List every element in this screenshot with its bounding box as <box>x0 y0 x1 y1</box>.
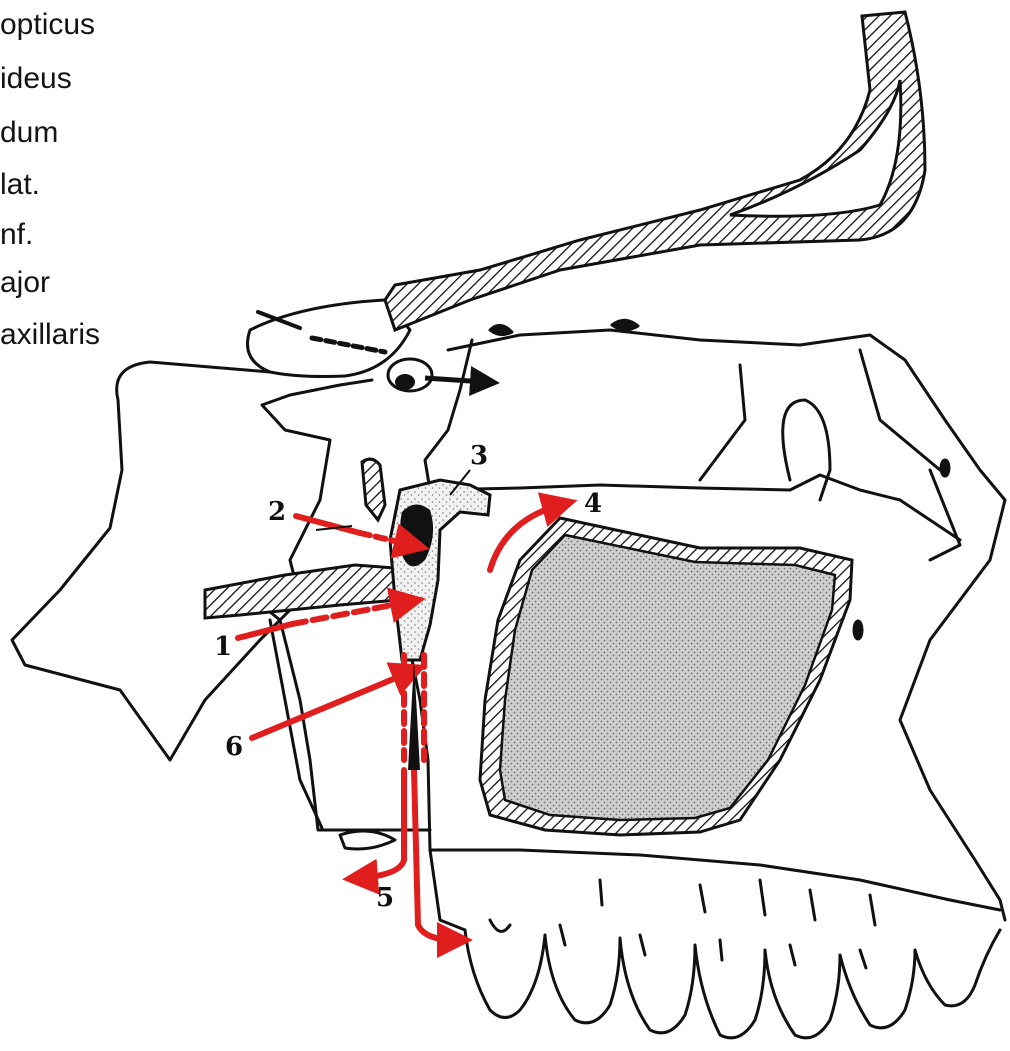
marker-6: 6 <box>225 732 243 762</box>
marker-3: 3 <box>470 441 488 471</box>
marker-2: 2 <box>268 497 286 527</box>
clinoid-outline <box>248 300 411 377</box>
marker-5: 5 <box>376 883 394 913</box>
maxillary-sinus-inner <box>500 535 835 820</box>
marker-1: 1 <box>214 632 232 662</box>
red-arrow-5a <box>360 770 404 878</box>
zygoma-outline <box>425 340 960 540</box>
alveolar-outline <box>430 850 1000 910</box>
marker-4: 4 <box>584 489 602 519</box>
sphenoid-outline <box>12 362 372 760</box>
red-arrow-6 <box>252 672 410 738</box>
red-arrow-5b <box>414 770 455 940</box>
pterygopalatine-fossa <box>390 480 490 660</box>
teeth <box>465 930 1000 1038</box>
black-arrow <box>425 378 485 382</box>
